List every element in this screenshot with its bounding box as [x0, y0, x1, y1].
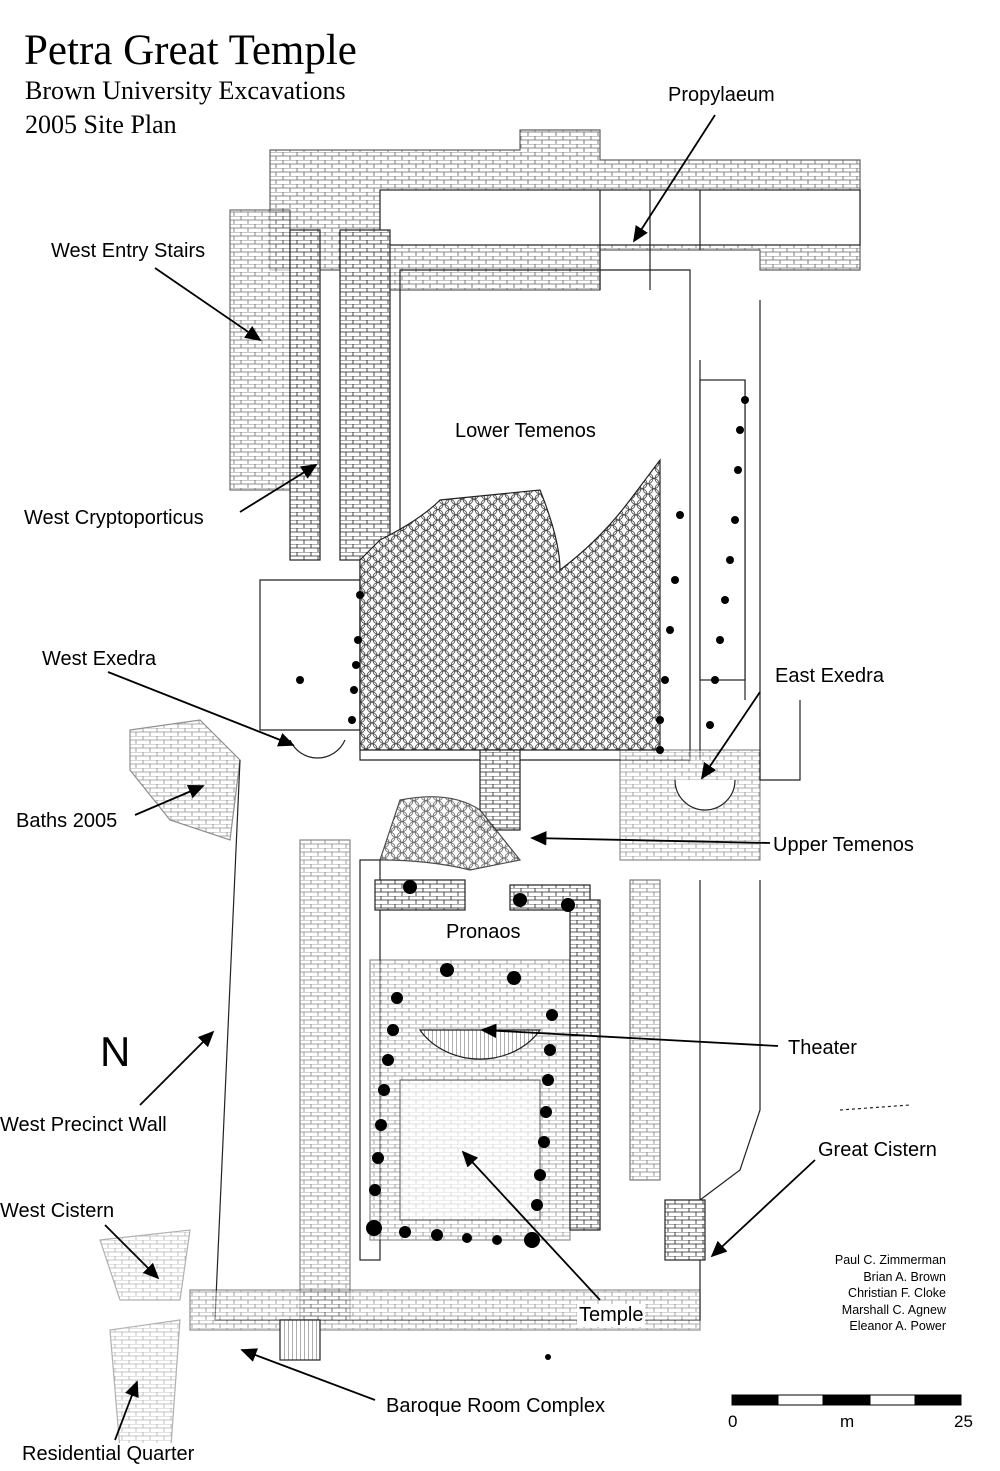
label-east-exedra: East Exedra	[773, 665, 886, 688]
arrow-upper-temenos	[530, 831, 771, 846]
arrow-west-exedra	[107, 671, 295, 747]
arrow-west-cistern	[104, 1224, 160, 1280]
label-west-entry-stairs: West Entry Stairs	[49, 240, 208, 263]
arrow-baroque	[240, 1348, 376, 1401]
label-west-precinct-wall: West Precinct Wall	[0, 1114, 169, 1137]
subtitle: Brown University Excavations	[25, 76, 346, 105]
scale-bar	[731, 1394, 962, 1406]
leader-arrows	[104, 114, 816, 1441]
page-title: Petra Great Temple	[24, 27, 357, 74]
label-upper-temenos: Upper Temenos	[771, 834, 916, 857]
arrow-temple	[461, 1150, 601, 1301]
arrow-propylaeum	[633, 114, 716, 243]
label-west-cistern: West Cistern	[0, 1200, 117, 1223]
label-lower-temenos: Lower Temenos	[453, 420, 598, 443]
label-pronaos: Pronaos	[444, 921, 523, 944]
credit-name: Brian A. Brown	[863, 1269, 946, 1284]
label-propylaeum: Propylaeum	[666, 84, 777, 107]
arrow-baths	[134, 785, 205, 816]
credit-name: Marshall C. Agnew	[841, 1302, 946, 1317]
label-residential-quarter: Residential Quarter	[20, 1443, 197, 1466]
credit-name: Paul C. Zimmerman	[834, 1253, 946, 1267]
label-temple: Temple	[577, 1304, 646, 1327]
arrow-east-exedra	[700, 691, 761, 780]
scale-unit: m	[840, 1412, 855, 1431]
credit-name: Christian F. Cloke	[848, 1286, 946, 1301]
label-west-exedra: West Exedra	[40, 648, 159, 671]
arrow-theater	[480, 1023, 779, 1047]
structures	[99, 129, 911, 1461]
credits: Paul C. Zimmerman Brian A. Brown Christi…	[780, 1252, 946, 1335]
label-theater: Theater	[786, 1037, 859, 1060]
label-great-cistern: Great Cistern	[816, 1139, 939, 1162]
label-west-cryptoporticus: West Cryptoporticus	[22, 507, 206, 530]
label-baroque-room-complex: Baroque Room Complex	[384, 1395, 607, 1418]
label-baths: Baths 2005	[14, 810, 120, 833]
north-arrow-label: N	[100, 1028, 131, 1075]
columns	[296, 396, 749, 1360]
arrow-great-cistern	[710, 1159, 816, 1258]
arrow-west-cryptoporticus	[239, 464, 318, 513]
credit-name: Eleanor A. Power	[849, 1319, 946, 1334]
arrow-west-precinct-wall	[139, 1030, 215, 1106]
scale-end: 25	[954, 1412, 973, 1431]
scale-start: 0	[728, 1412, 738, 1431]
plan-label: 2005 Site Plan	[25, 110, 177, 139]
arrow-residential	[114, 1380, 139, 1441]
arrow-west-entry-stairs	[154, 267, 262, 342]
